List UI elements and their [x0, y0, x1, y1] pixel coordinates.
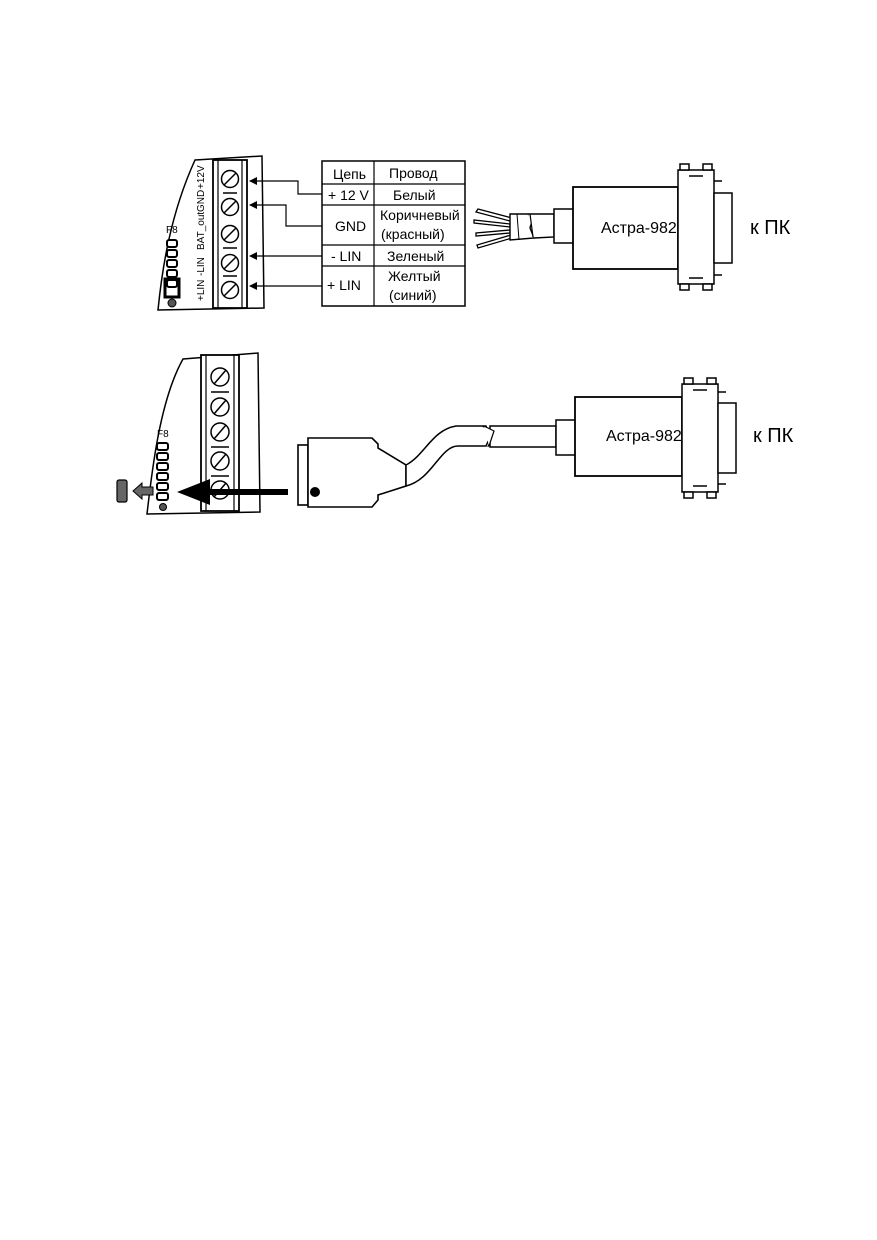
table-head-circuit: Цепь: [333, 166, 366, 182]
db-connector-1: [677, 163, 733, 291]
jumper-on-pins: [163, 277, 181, 299]
adapter-body-2: [574, 396, 683, 477]
pc-label-2: к ПК: [753, 425, 794, 447]
terminal-label-12v: +12V: [196, 165, 207, 189]
adapter-label-2: Астра-982: [606, 428, 682, 445]
terminal-label-bat-out: BAT_out: [196, 212, 207, 250]
header-f8-label: F8: [166, 225, 178, 236]
header-f8-pins: [166, 239, 178, 288]
terminal-label-minus-lin: -LIN: [196, 257, 207, 276]
jumper-arrow: [132, 481, 154, 501]
db-connector-2: [681, 377, 737, 499]
table-head-wire: Провод: [389, 165, 438, 181]
table-row-wire-alt: (красный): [381, 226, 445, 242]
cable-2: [405, 425, 491, 487]
pc-label-1: к ПК: [750, 217, 791, 239]
diagram-wire-table-connection: +LIN -LIN BAT_out GND +12V F8: [157, 155, 791, 311]
table-row-circuit: + LIN: [327, 277, 361, 293]
table-row-wire: Коричневый: [380, 207, 460, 223]
header-indicator-dot: [167, 298, 177, 308]
table-row-circuit: + 12 V: [328, 187, 370, 203]
terminal-label-gnd: GND: [196, 190, 207, 212]
cable-wire-ends: [473, 208, 514, 249]
diagram-header-connection: F8 Астра-982: [116, 352, 794, 515]
adapter-body-1: [572, 186, 679, 270]
plug-key-dot: [310, 487, 320, 497]
insert-arrow: [177, 479, 288, 505]
header-f8-label-2: F8: [157, 429, 169, 440]
adapter-label-1: Астра-982: [601, 220, 677, 237]
table-row-wire: Белый: [393, 187, 436, 203]
table-row-wire: Зеленый: [387, 248, 444, 264]
terminal-block: [212, 159, 248, 309]
header-f8-pins-2: [156, 442, 169, 501]
removed-jumper: [116, 479, 128, 503]
table-row-circuit: - LIN: [331, 248, 361, 264]
wire-connectors: [249, 177, 322, 290]
wire-table: Цепь Провод + 12 V Белый GND Коричневый …: [321, 160, 466, 307]
header-indicator-dot-2: [159, 503, 167, 511]
table-row-circuit: GND: [335, 218, 366, 234]
table-row-wire: Желтый: [388, 268, 441, 284]
table-row-wire-alt: (синий): [389, 287, 437, 303]
terminal-label-plus-lin: +LIN: [196, 280, 207, 301]
